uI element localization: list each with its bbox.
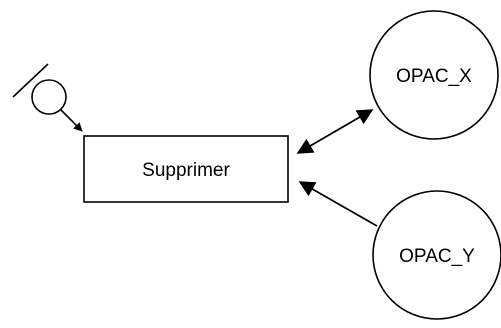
entity-opac-y-label: OPAC_Y [399, 246, 475, 267]
actor-tick [12, 63, 49, 98]
process-label: Supprimer [142, 160, 230, 181]
arrow-actor-to-process [60, 109, 83, 132]
entity-opac-y: OPAC_Y [372, 190, 501, 320]
entity-opac-x-circle [369, 10, 499, 140]
entity-opac-x-label: OPAC_X [396, 66, 472, 87]
arrow-opac-y-to-process [298, 181, 378, 227]
actor-circle [31, 79, 67, 115]
process-rect [83, 135, 289, 203]
entity-opac-x: OPAC_X [369, 10, 499, 140]
actor-symbol [12, 63, 67, 115]
entity-opac-y-circle [372, 190, 501, 320]
process-box: Supprimer [83, 135, 289, 203]
arrow-opac-x-process [296, 109, 374, 154]
